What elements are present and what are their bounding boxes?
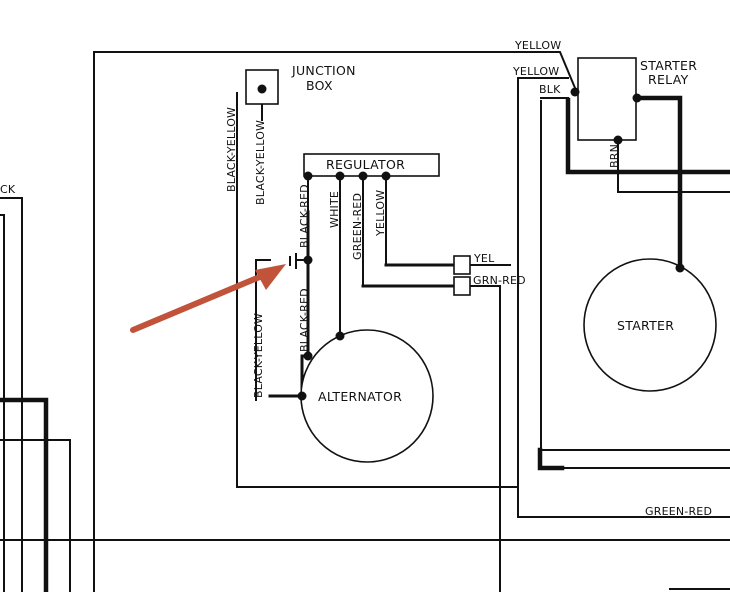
alternator-label: ALTERNATOR xyxy=(318,389,402,404)
wire-label-yel: YEL xyxy=(473,252,495,265)
starter-label: STARTER xyxy=(617,318,674,333)
starter-relay: STARTER RELAY xyxy=(577,57,697,141)
starter-relay-label-1: STARTER xyxy=(640,58,697,73)
wire-label-black-yellow-left: BLACK-YELLOW xyxy=(225,107,238,192)
wire-label-black-yellow-lower: BLACK-YELLOW xyxy=(252,313,265,398)
wire-label-blk: BLK xyxy=(539,83,561,96)
thin-wires xyxy=(0,51,730,592)
wire-label-grn-red: GRN-RED xyxy=(473,274,526,287)
alternator: ALTERNATOR xyxy=(300,329,434,463)
junction-box-label-1: JUNCTION xyxy=(291,63,356,78)
wire-label-green-red: GREEN-RED xyxy=(351,193,364,260)
wire-label-brn: BRN xyxy=(608,144,621,168)
wire-label-white: WHITE xyxy=(328,191,341,228)
regulator: REGULATOR xyxy=(303,153,440,177)
wire-label-yellow-second: YELLOW xyxy=(512,65,559,78)
wire-label-green-red-bottom: GREEN-RED xyxy=(645,505,712,518)
wire-labels: BLACK-YELLOW BLACK-YELLOW BLACK-YELLOW B… xyxy=(225,107,621,398)
junction-box: JUNCTION BOX xyxy=(245,63,356,105)
wire-labels-horizontal: YEL GRN-RED YELLOW YELLOW BLK GREEN-RED … xyxy=(0,39,712,518)
junction-box-label-2: BOX xyxy=(306,78,333,93)
wire-label-black-red-top: BLACK-RED xyxy=(298,184,311,248)
starter: STARTER xyxy=(583,258,717,392)
annotation-arrow xyxy=(130,264,286,333)
starter-relay-label-2: RELAY xyxy=(648,72,689,87)
junction-dots xyxy=(257,84,685,401)
wire-label-ck: CK xyxy=(0,183,16,196)
wire-label-yellow-top: YELLOW xyxy=(514,39,561,52)
regulator-label: REGULATOR xyxy=(326,157,405,172)
connector xyxy=(453,255,471,296)
wire-label-black-yellow-inner: BLACK-YELLOW xyxy=(254,120,267,205)
wire-label-black-red-lower: BLACK-RED xyxy=(298,288,311,352)
wire-label-yellow: YELLOW xyxy=(374,190,387,237)
